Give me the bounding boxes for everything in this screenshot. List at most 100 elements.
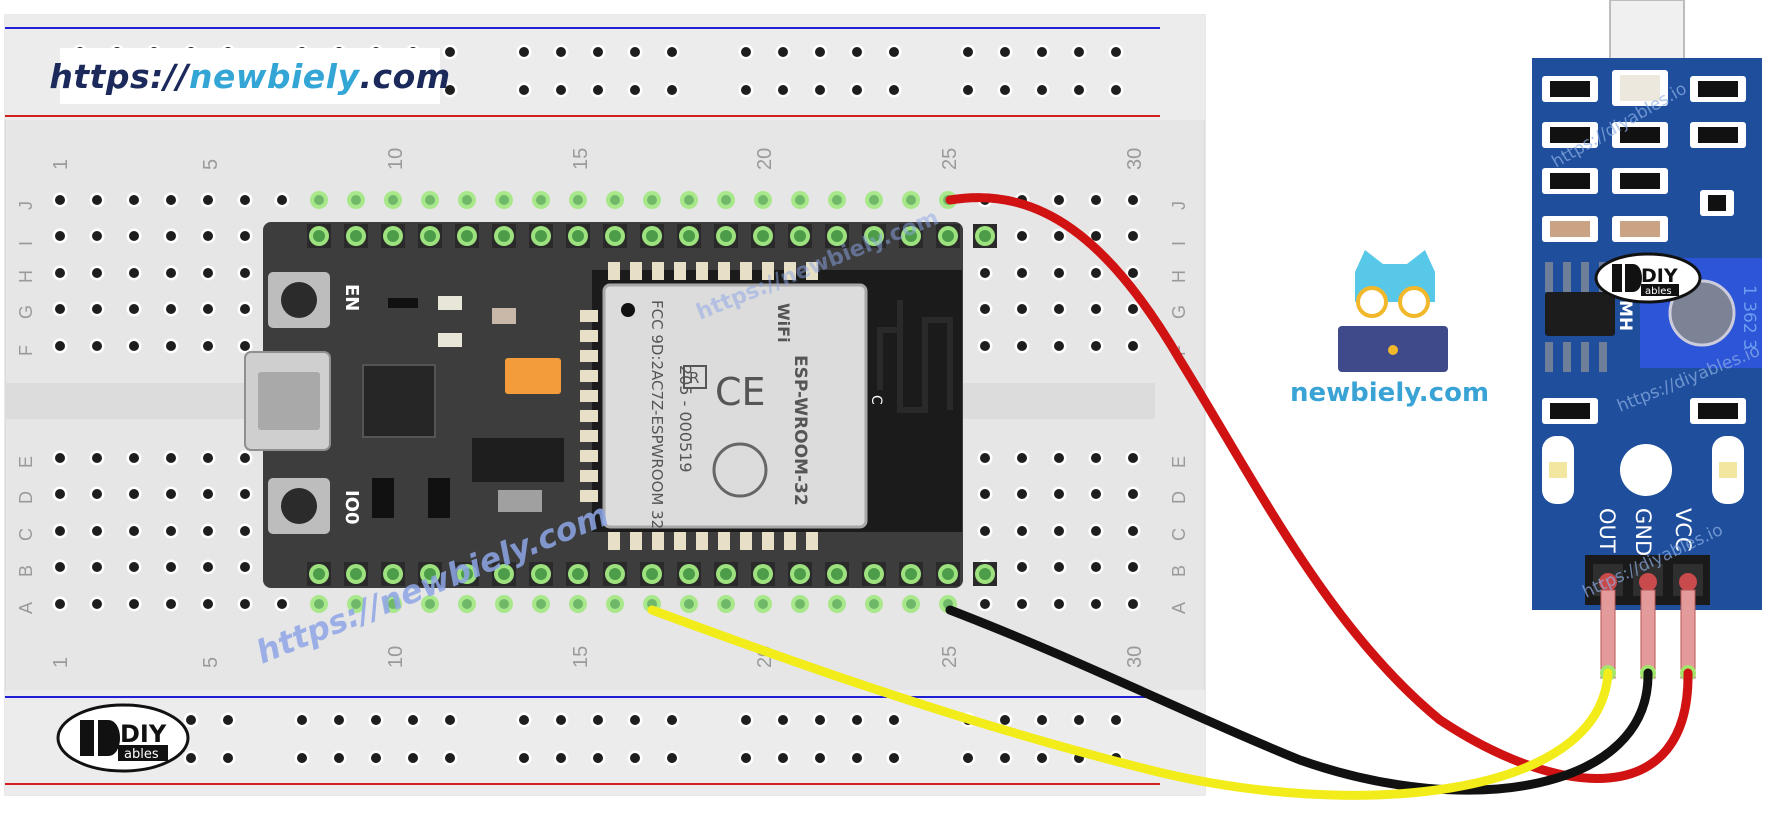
rail-hole	[1037, 715, 1047, 725]
breadboard-hole	[129, 195, 139, 205]
module-pin1-dot	[621, 303, 635, 317]
breadboard-hole	[1128, 453, 1138, 463]
breadboard-hole	[1128, 304, 1138, 314]
breadboard-hole-center	[795, 195, 805, 205]
module-pad	[630, 262, 642, 280]
breadboard-hole	[980, 489, 990, 499]
chip-leg	[1599, 342, 1607, 372]
module-pad	[580, 370, 598, 382]
module-pad	[580, 470, 598, 482]
row-letter: G	[16, 305, 36, 319]
pin-label-gnd: GND	[1631, 508, 1655, 556]
rail-hole	[630, 753, 640, 763]
row-letter: D	[16, 491, 36, 504]
breadboard-hole	[55, 562, 65, 572]
header-pin-core	[461, 568, 473, 580]
rail-hole	[519, 715, 529, 725]
breadboard-hole-center	[388, 599, 398, 609]
module-pad	[580, 450, 598, 462]
sensor-part	[1620, 221, 1660, 237]
breadboard-hole	[240, 268, 250, 278]
breadboard-hole-center	[351, 599, 361, 609]
breadboard-hole-center	[832, 599, 842, 609]
rail-hole	[1000, 47, 1010, 57]
header-pin-core	[794, 568, 806, 580]
row-letter: B	[16, 565, 36, 577]
breadboard-hole	[92, 341, 102, 351]
module-pad	[696, 262, 708, 280]
sensor-part	[1620, 127, 1660, 143]
breadboard-hole	[55, 195, 65, 205]
breadboard-hole	[240, 562, 250, 572]
pin-gnd-lead	[1640, 589, 1656, 679]
breadboard-hole	[1017, 562, 1027, 572]
rail-hole	[593, 715, 603, 725]
breadboard-hole	[203, 599, 213, 609]
pin-gnd-hole	[1639, 573, 1657, 591]
column-numbers-top: 1 5 10 15 20 25 30	[50, 148, 1146, 170]
smd-part	[492, 308, 516, 324]
breadboard-hole	[1054, 304, 1064, 314]
rail-hole	[519, 85, 529, 95]
rail-hole	[593, 47, 603, 57]
header-pin-core	[979, 568, 991, 580]
rail-hole	[1111, 715, 1121, 725]
breadboard-hole	[1017, 341, 1027, 351]
rail-hole	[778, 753, 788, 763]
breadboard-hole	[129, 526, 139, 536]
breadboard-hole	[1054, 453, 1064, 463]
antenna-trace	[877, 300, 953, 413]
rail-hole	[223, 715, 233, 725]
smd-part	[428, 478, 450, 518]
sensor-part	[1708, 195, 1726, 211]
rail-hole	[408, 715, 418, 725]
breadboard-hole-center	[721, 599, 731, 609]
header-pin-core	[424, 230, 436, 242]
module-pad	[580, 490, 598, 502]
module-pad	[740, 262, 752, 280]
chip-leg	[1545, 342, 1553, 372]
chip-leg	[1581, 342, 1589, 372]
column-number: 5	[200, 657, 222, 668]
rail-hole	[556, 85, 566, 95]
module-pad	[580, 410, 598, 422]
chip-leg	[1581, 262, 1589, 292]
rail-hole	[963, 85, 973, 95]
header-pin-core	[313, 230, 325, 242]
module-name: ESP-WROOM-32	[790, 355, 810, 506]
sensor-part	[1620, 173, 1660, 189]
en-button-label: EN	[341, 284, 362, 311]
breadboard-hole	[1017, 304, 1027, 314]
breadboard-hole	[1054, 489, 1064, 499]
module-pads	[580, 262, 818, 550]
row-letter: I	[1169, 241, 1189, 246]
breadboard-hole	[1017, 526, 1027, 536]
newbiely-owl-logo	[1338, 250, 1448, 372]
rail-hole	[556, 47, 566, 57]
breadboard-hole	[129, 231, 139, 241]
rail-hole	[852, 85, 862, 95]
breadboard-hole	[55, 341, 65, 351]
breadboard-hole	[166, 195, 176, 205]
smd-part	[438, 296, 462, 310]
diyables-logo-text: DIY	[1641, 265, 1678, 287]
module-r-mark: R	[689, 369, 699, 387]
column-numbers-bottom: 1 5 10 15 20 25 30	[50, 646, 1146, 668]
breadboard-hole	[1091, 268, 1101, 278]
row-letters-left: J I H G F E D C B A	[16, 201, 36, 614]
column-number: 15	[570, 148, 592, 170]
wire-yellow-out	[647, 605, 1613, 800]
sensor-part	[1550, 173, 1590, 189]
breadboard-hole	[1128, 268, 1138, 278]
breadboard-hole	[166, 599, 176, 609]
module-pad	[580, 430, 598, 442]
breadboard-hole	[240, 526, 250, 536]
url-scheme: https://	[49, 56, 189, 96]
header-pin-core	[350, 568, 362, 580]
column-number: 1	[50, 657, 72, 668]
header-pin-core	[424, 568, 436, 580]
breadboard-hole	[1054, 526, 1064, 536]
diyables-logo-sub-bg	[118, 745, 168, 761]
url-tld: .com	[359, 56, 451, 96]
breadboard-hole-center	[758, 195, 768, 205]
